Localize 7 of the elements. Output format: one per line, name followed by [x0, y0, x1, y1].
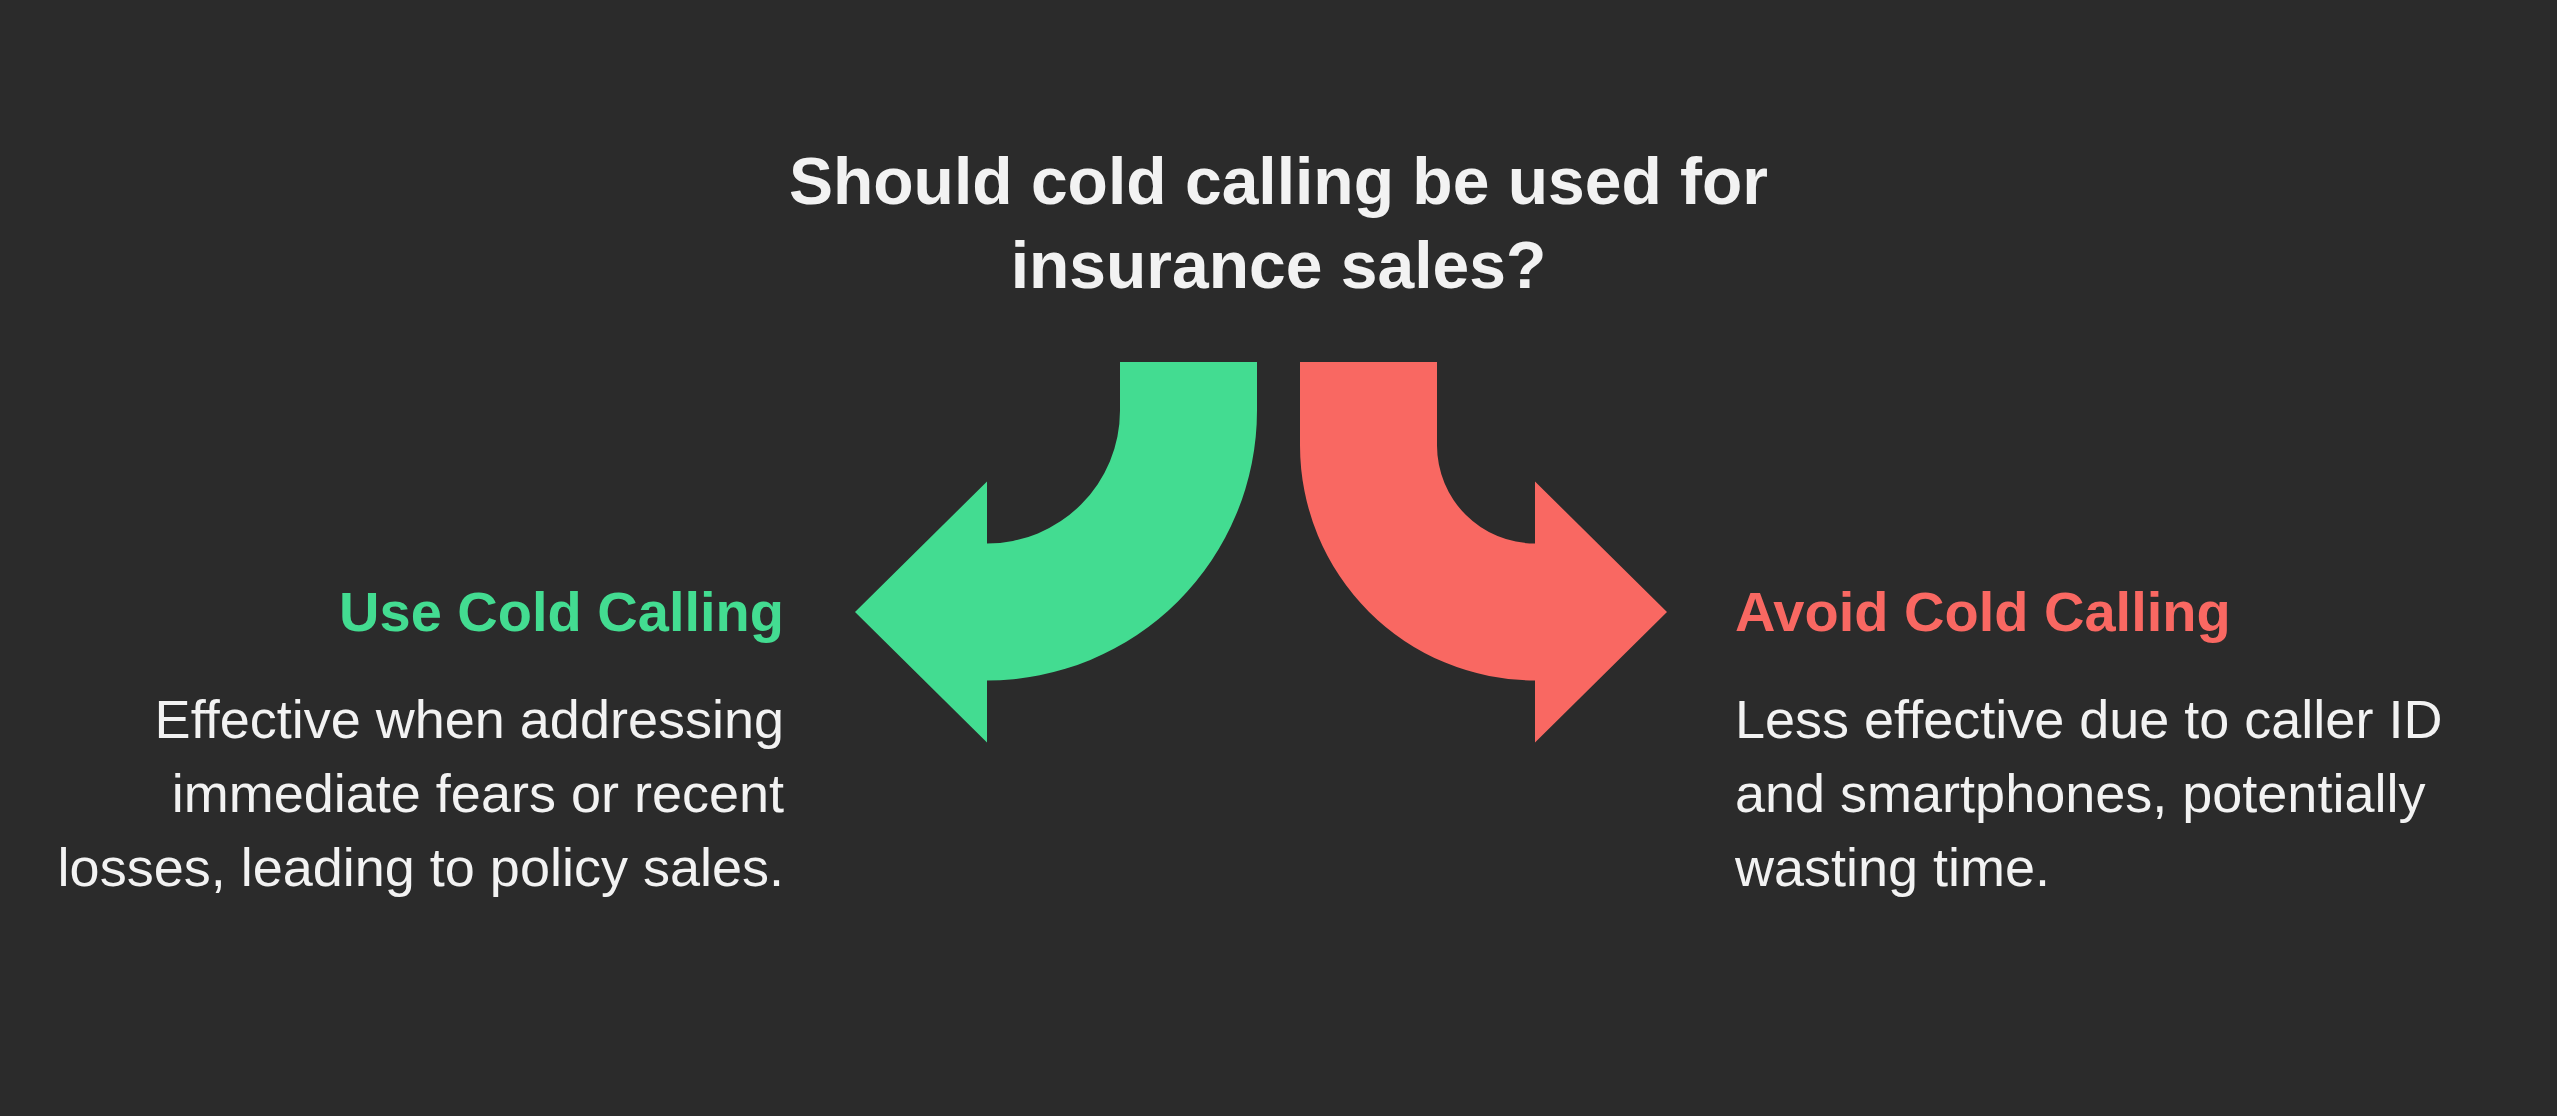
curved-arrow	[855, 362, 1257, 743]
option-description: Less effective due to caller ID and smartphones, potentially wasting time.	[1735, 688, 2444, 900]
curved-arrow	[1300, 362, 1667, 743]
question-title: Should cold calling be used for insurance sales?	[787, 143, 1770, 304]
option-heading: Use Cold Calling	[339, 579, 784, 645]
option-heading: Avoid Cold Calling	[1735, 579, 2231, 645]
option-description: Effective when addressing immediate fears or recent losses, leading to policy sales.	[56, 688, 784, 900]
